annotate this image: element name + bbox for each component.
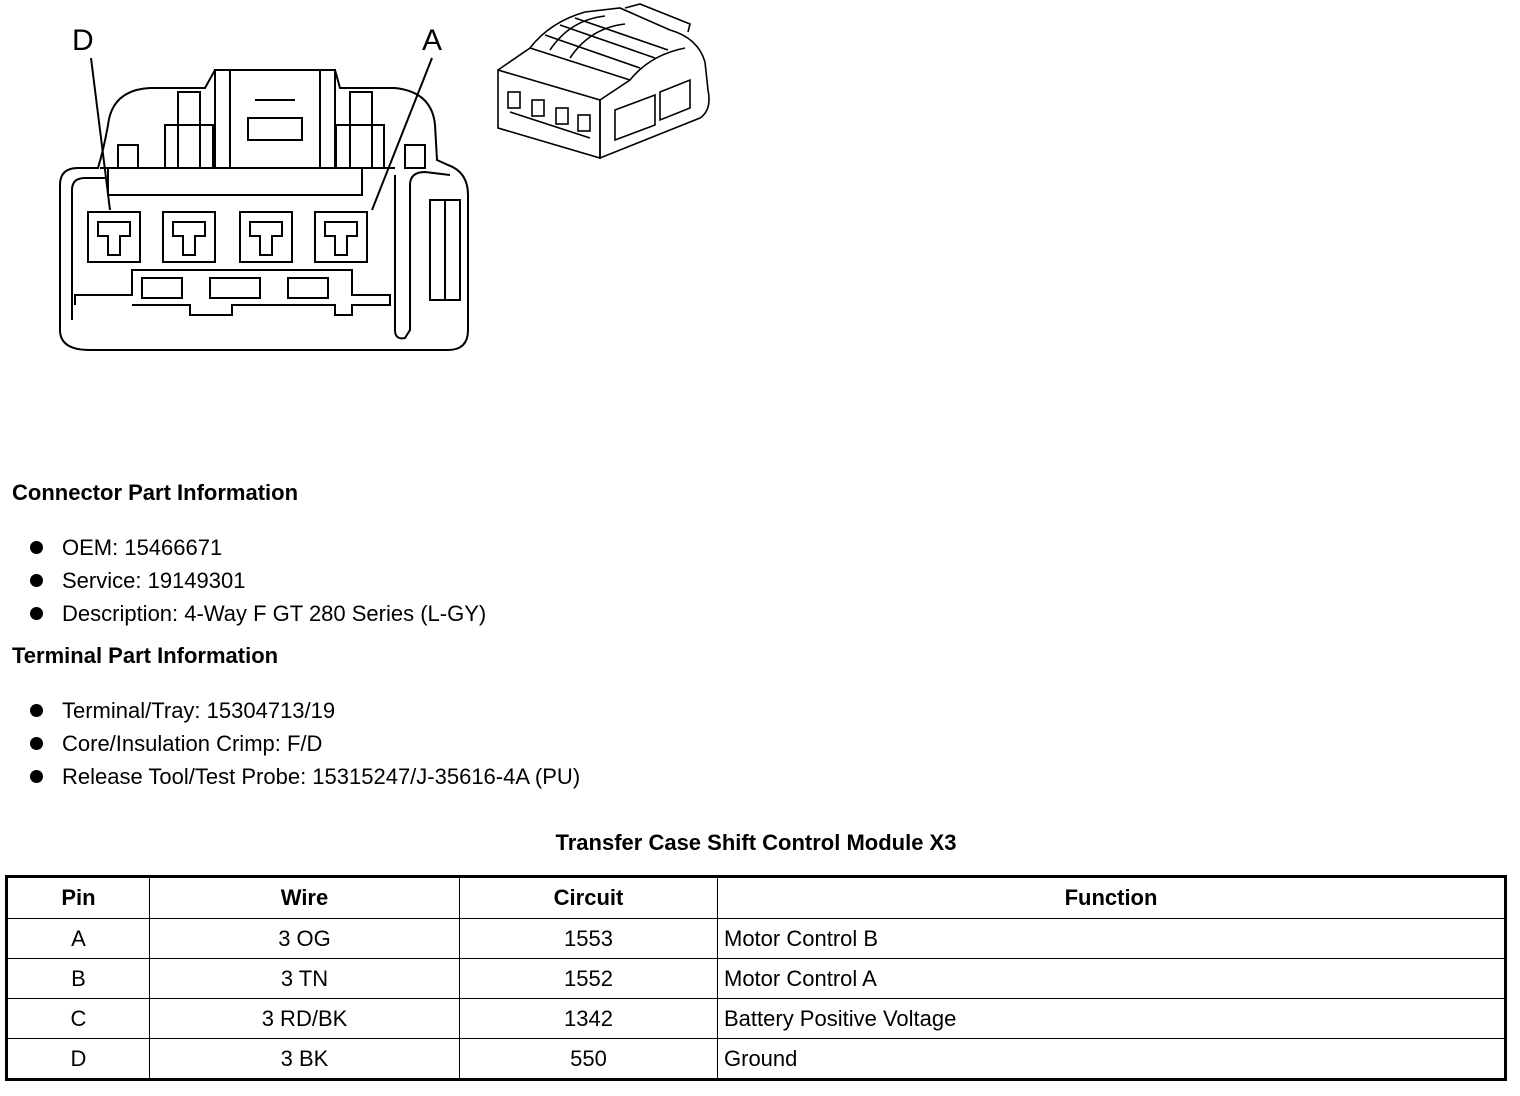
column-header-wire: Wire	[149, 876, 460, 919]
cell-circuit: 550	[459, 1038, 718, 1080]
pin-label-d: D	[72, 24, 94, 57]
connector-face-drawing: D A	[59, 24, 469, 351]
terminal-info-heading: Terminal Part Information	[12, 643, 279, 668]
column-header-function: Function	[717, 876, 1506, 919]
table-row: A 3 OG 1553 Motor Control B	[6, 918, 1506, 959]
connector-3d-drawing	[497, 3, 710, 160]
terminal-cavity-b	[239, 211, 293, 263]
list-item: Release Tool/Test Probe: 15315247/J-3561…	[28, 760, 580, 793]
cell-wire: 3 TN	[149, 958, 460, 999]
cell-pin: D	[6, 1038, 150, 1080]
terminal-cavity-c	[162, 211, 216, 263]
list-item-text: Service: 19149301	[62, 568, 246, 593]
bullet-icon	[30, 737, 43, 750]
cell-wire: 3 RD/BK	[149, 998, 460, 1039]
pin-label-a: A	[422, 24, 442, 57]
bullet-icon	[30, 704, 43, 717]
cell-circuit: 1342	[459, 998, 718, 1039]
list-item-text: Description: 4-Way F GT 280 Series (L-GY…	[62, 601, 487, 626]
cell-pin: B	[6, 958, 150, 999]
list-item-text: Core/Insulation Crimp: F/D	[62, 731, 323, 756]
list-item: Description: 4-Way F GT 280 Series (L-GY…	[28, 597, 486, 630]
terminal-info-list: Terminal/Tray: 15304713/19 Core/Insulati…	[28, 694, 580, 793]
table-header-row: Pin Wire Circuit Function	[6, 876, 1506, 919]
list-item: Service: 19149301	[28, 564, 486, 597]
list-item: Core/Insulation Crimp: F/D	[28, 727, 580, 760]
bullet-icon	[30, 607, 43, 620]
terminal-cavity-d	[87, 211, 141, 263]
bullet-icon	[30, 541, 43, 554]
cell-pin: C	[6, 998, 150, 1039]
list-item-text: Terminal/Tray: 15304713/19	[62, 698, 336, 723]
leader-line-d	[90, 57, 111, 211]
connector-info-heading: Connector Part Information	[12, 480, 299, 505]
terminal-cavities	[87, 211, 368, 263]
pinout-table: Pin Wire Circuit Function A 3 OG 1553 Mo…	[5, 875, 1507, 1081]
bullet-icon	[30, 574, 43, 587]
list-item-text: OEM: 15466671	[62, 535, 223, 560]
list-item: Terminal/Tray: 15304713/19	[28, 694, 580, 727]
housing-outline	[59, 69, 469, 351]
table-row: C 3 RD/BK 1342 Battery Positive Voltage	[6, 998, 1506, 1039]
cell-function: Battery Positive Voltage	[717, 998, 1506, 1039]
leader-line-a	[371, 57, 433, 211]
terminal-cavity-a	[314, 211, 368, 263]
connector-info-list: OEM: 15466671 Service: 19149301 Descript…	[28, 531, 486, 630]
cell-wire: 3 BK	[149, 1038, 460, 1080]
list-item-text: Release Tool/Test Probe: 15315247/J-3561…	[62, 764, 581, 789]
column-header-circuit: Circuit	[459, 876, 718, 919]
lower-lock	[74, 269, 391, 316]
cell-function: Motor Control B	[717, 918, 1506, 959]
table-row: B 3 TN 1552 Motor Control A	[6, 958, 1506, 999]
cell-wire: 3 OG	[149, 918, 460, 959]
column-header-pin: Pin	[6, 876, 150, 919]
cell-function: Motor Control A	[717, 958, 1506, 999]
cell-circuit: 1552	[459, 958, 718, 999]
cell-pin: A	[6, 918, 150, 959]
table-title: Transfer Case Shift Control Module X3	[555, 830, 957, 855]
cell-function: Ground	[717, 1038, 1506, 1080]
table-row: D 3 BK 550 Ground	[6, 1038, 1506, 1080]
list-item: OEM: 15466671	[28, 531, 486, 564]
cell-circuit: 1553	[459, 918, 718, 959]
bullet-icon	[30, 770, 43, 783]
